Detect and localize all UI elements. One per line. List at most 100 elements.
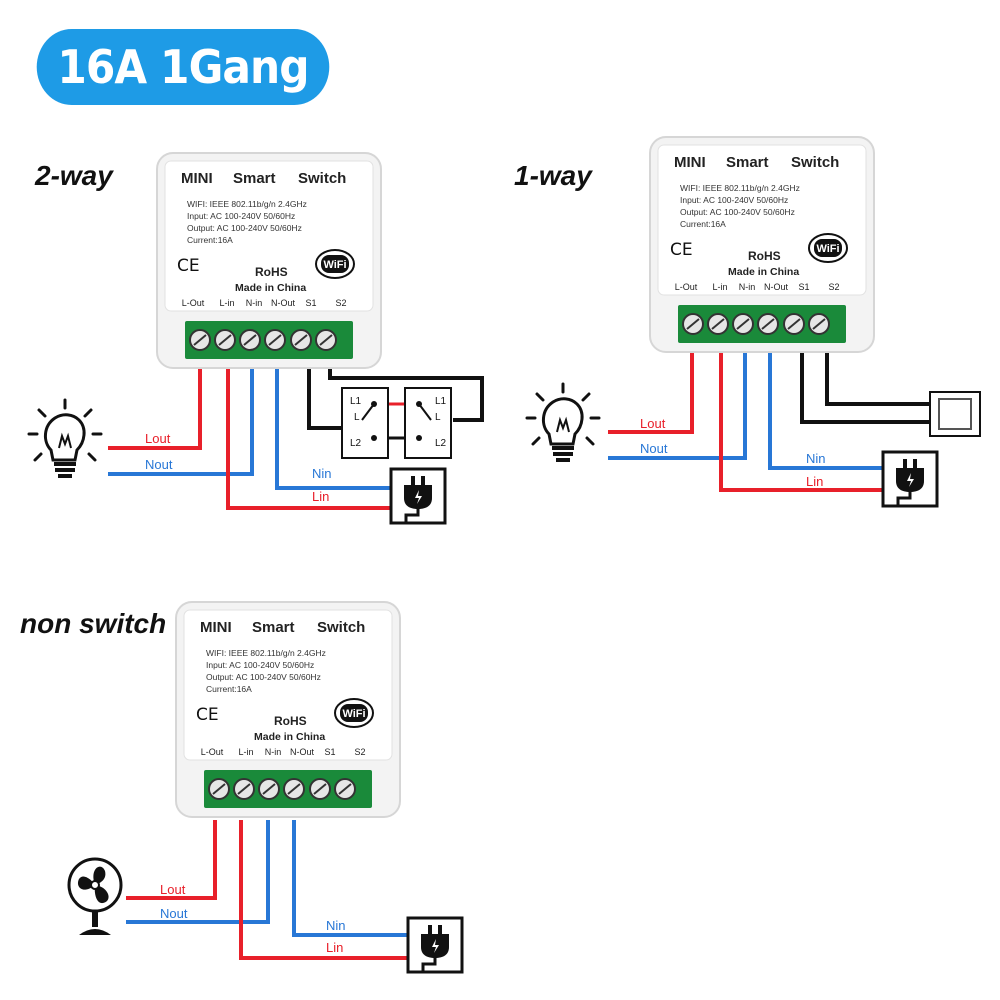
terminal-screw-3	[757, 313, 779, 335]
made-in-label: Made in China	[235, 282, 306, 294]
device-brand-switch: Switch	[298, 170, 346, 187]
wire-s1-2way	[307, 366, 352, 430]
terminal-screw-4	[290, 329, 312, 351]
terminal-label-5: S2	[354, 747, 365, 757]
terminal-label-4: S1	[305, 298, 316, 308]
wire-nout-ns	[126, 820, 270, 924]
wire-lin-2way	[226, 366, 392, 510]
power-plug-icon	[389, 467, 447, 525]
device-spec-line: WIFI: IEEE 802.11b/g/n 2.4GHz	[206, 648, 326, 658]
wifi-logo-icon: WiFi	[315, 249, 355, 279]
device-brand-mini: MINI	[181, 170, 213, 187]
device-spec-line: Output: AC 100-240V 50/60Hz	[680, 207, 795, 217]
device-spec-line: Input: AC 100-240V 50/60Hz	[680, 195, 788, 205]
wire-nin-2way	[275, 366, 392, 490]
wire-label-lout-ns: Lout	[160, 882, 186, 897]
terminal-label-5: S2	[828, 282, 839, 292]
terminal-label-3: N-Out	[290, 747, 315, 757]
switch-label-l: L	[435, 412, 441, 423]
device-spec-line: Current:16A	[206, 684, 252, 694]
terminal-screw-3	[264, 329, 286, 351]
made-in-label: Made in China	[728, 266, 799, 278]
device-spec-line: Output: AC 100-240V 50/60Hz	[206, 672, 321, 682]
wire-label-nin-2way: Nin	[312, 466, 332, 481]
terminal-screw-2	[239, 329, 261, 351]
rohs-mark: RoHS	[255, 265, 288, 279]
wire-nout-2way	[108, 366, 254, 476]
terminal-screw-5	[334, 778, 356, 800]
terminal-label-1: L-in	[712, 282, 727, 292]
wire-nin-1way	[768, 350, 884, 470]
wire-label-lin-ns: Lin	[326, 940, 343, 955]
terminal-screw-4	[783, 313, 805, 335]
terminal-label-0: L-Out	[201, 747, 224, 757]
wifi-logo-text: WiFi	[816, 243, 839, 255]
terminal-screw-1	[214, 329, 236, 351]
terminal-label-2: N-in	[739, 282, 756, 292]
section-label-non-switch: non switch	[20, 608, 167, 639]
wire-label-nin-1way: Nin	[806, 451, 826, 466]
title-badge: 16A 1Gang	[36, 29, 330, 105]
device-spec-line: Input: AC 100-240V 50/60Hz	[206, 660, 314, 670]
switch-label-l2: L2	[435, 438, 447, 449]
terminal-screw-0	[682, 313, 704, 335]
terminal-label-3: N-Out	[271, 298, 296, 308]
wire-lin-ns	[239, 820, 409, 960]
device-brand-mini: MINI	[200, 619, 232, 636]
wire-label-lout-2way: Lout	[145, 431, 171, 446]
terminal-screw-1	[233, 778, 255, 800]
wire-nin-ns	[292, 820, 409, 937]
wire-nout-1way	[608, 350, 747, 460]
wifi-logo-icon: WiFi	[334, 698, 374, 728]
power-plug-icon	[406, 916, 464, 974]
device-brand-smart: Smart	[726, 154, 769, 171]
device-brand-mini: MINI	[674, 154, 706, 171]
wire-lout-ns	[126, 820, 217, 900]
device-spec-line: Current:16A	[680, 219, 726, 229]
wire-label-nout-2way: Nout	[145, 457, 173, 472]
wifi-logo-text: WiFi	[342, 708, 365, 720]
wire-s2-1way	[825, 350, 930, 406]
wire-lout-2way	[108, 366, 202, 450]
wire-label-nin-ns: Nin	[326, 918, 346, 933]
terminal-label-2: N-in	[246, 298, 263, 308]
terminal-label-4: S1	[798, 282, 809, 292]
section-label-2-way: 2-way	[35, 160, 113, 191]
rohs-mark: RoHS	[274, 714, 307, 728]
made-in-label: Made in China	[254, 731, 325, 743]
wire-label-nout-ns: Nout	[160, 906, 188, 921]
terminal-label-2: N-in	[265, 747, 282, 757]
terminal-screw-5	[808, 313, 830, 335]
wire-label-lout-1way: Lout	[640, 416, 666, 431]
terminal-screw-3	[283, 778, 305, 800]
terminal-screw-0	[208, 778, 230, 800]
device-brand-switch: Switch	[317, 619, 365, 636]
wire-label-nout-1way: Nout	[640, 441, 668, 456]
device-spec-line: Input: AC 100-240V 50/60Hz	[187, 211, 295, 221]
terminal-screw-1	[707, 313, 729, 335]
switch-label-l2: L2	[350, 438, 362, 449]
wall-switch-icon	[929, 391, 981, 437]
wire-label-lin-1way: Lin	[806, 474, 823, 489]
section-label-1-way: 1-way	[514, 160, 592, 191]
wire-lin-1way	[719, 350, 884, 492]
device-brand-smart: Smart	[252, 619, 295, 636]
switch-label-l1: L1	[435, 396, 447, 407]
ce-mark: CE	[196, 705, 219, 725]
terminal-screw-5	[315, 329, 337, 351]
fan-icon	[67, 857, 123, 935]
terminal-screw-2	[258, 778, 280, 800]
rohs-mark: RoHS	[748, 249, 781, 263]
terminal-label-4: S1	[324, 747, 335, 757]
power-plug-icon	[881, 450, 939, 508]
light-bulb-icon	[27, 398, 103, 480]
terminal-label-1: L-in	[238, 747, 253, 757]
wire-lout-1way	[608, 350, 694, 434]
wifi-logo-text: WiFi	[323, 259, 346, 271]
terminal-label-0: L-Out	[182, 298, 205, 308]
